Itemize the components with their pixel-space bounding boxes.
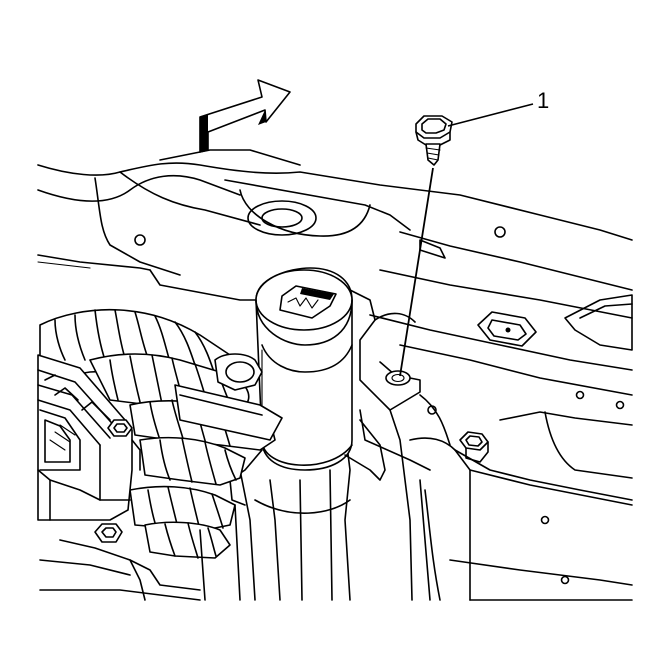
reservoir-cap-label [279,285,337,319]
fastener-bolt [415,115,453,166]
callout-1-leader [447,103,534,127]
bracket-bolt [459,431,489,463]
callout-1: 1 [447,88,549,127]
direction-arrow [199,79,291,153]
fluid-reservoir [229,267,386,506]
control-module [37,354,141,521]
grommet [477,311,537,347]
callout-1-label: 1 [537,88,549,113]
hose-strap [174,384,283,441]
lower-structure [129,504,633,601]
module-bolt-upper [107,419,133,437]
fastener-leader-line [399,167,434,377]
support-bracket [149,269,633,601]
module-bolt-lower [39,523,201,601]
